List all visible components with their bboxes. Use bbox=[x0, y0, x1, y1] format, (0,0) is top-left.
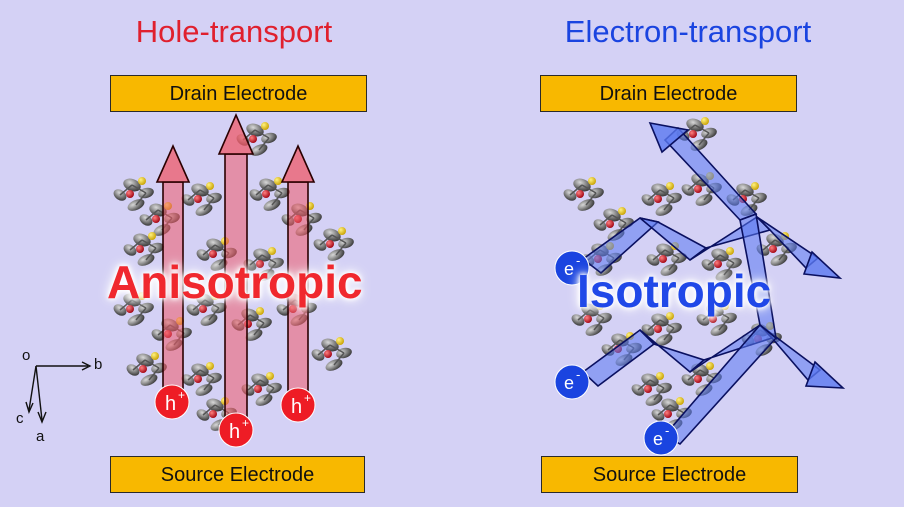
electron-path-long bbox=[663, 323, 778, 446]
anisotropic-label: Anisotropic bbox=[107, 256, 363, 308]
hole-arrow-1 bbox=[155, 144, 191, 401]
hole-transport-title: Hole-transport bbox=[135, 14, 333, 49]
electron-arrows bbox=[581, 121, 846, 446]
crystal-axes bbox=[25, 361, 92, 424]
source-electrode-left: Source Electrode bbox=[110, 456, 365, 493]
drain-electrode-right: Drain Electrode bbox=[540, 75, 797, 112]
electron-carrier-2-label: e bbox=[564, 373, 574, 393]
electron-carrier-1: e - bbox=[554, 250, 590, 286]
hole-carrier-3-sign: + bbox=[304, 391, 311, 405]
axis-b-label: b bbox=[94, 356, 103, 373]
electron-carrier-3: e - bbox=[643, 420, 679, 456]
electron-carrier-3-sign: - bbox=[665, 423, 669, 438]
electron-carrier-2-sign: - bbox=[576, 367, 580, 382]
drain-electrode-left: Drain Electrode bbox=[110, 75, 367, 112]
source-electrode-right: Source Electrode bbox=[541, 456, 798, 493]
hole-carriers: h + h + h + bbox=[154, 384, 316, 448]
hole-carrier-2-label: h bbox=[229, 421, 240, 443]
hole-arrows bbox=[155, 112, 316, 419]
hole-arrow-2 bbox=[217, 112, 255, 419]
axis-a-label: a bbox=[36, 428, 45, 445]
hole-carrier-3-label: h bbox=[291, 396, 302, 418]
hole-carrier-1-sign: + bbox=[178, 388, 185, 402]
electron-carrier-3-label: e bbox=[653, 429, 663, 449]
hole-carrier-3: h + bbox=[280, 387, 316, 423]
isotropic-label: Isotropic bbox=[577, 265, 772, 317]
hole-carrier-1-label: h bbox=[165, 393, 176, 415]
hole-carrier-2: h + bbox=[218, 412, 254, 448]
electron-carrier-2: e - bbox=[554, 364, 590, 400]
axis-c-label: c bbox=[16, 410, 24, 427]
hole-carrier-2-sign: + bbox=[242, 416, 249, 430]
electron-carrier-1-sign: - bbox=[576, 253, 580, 268]
axis-origin-label: o bbox=[22, 347, 31, 364]
electron-carriers: e - e - e - bbox=[554, 250, 679, 456]
electron-transport-title: Electron-transport bbox=[564, 14, 812, 49]
hole-carrier-1: h + bbox=[154, 384, 190, 420]
hole-arrow-3 bbox=[280, 144, 316, 401]
electron-carrier-1-label: e bbox=[564, 259, 574, 279]
